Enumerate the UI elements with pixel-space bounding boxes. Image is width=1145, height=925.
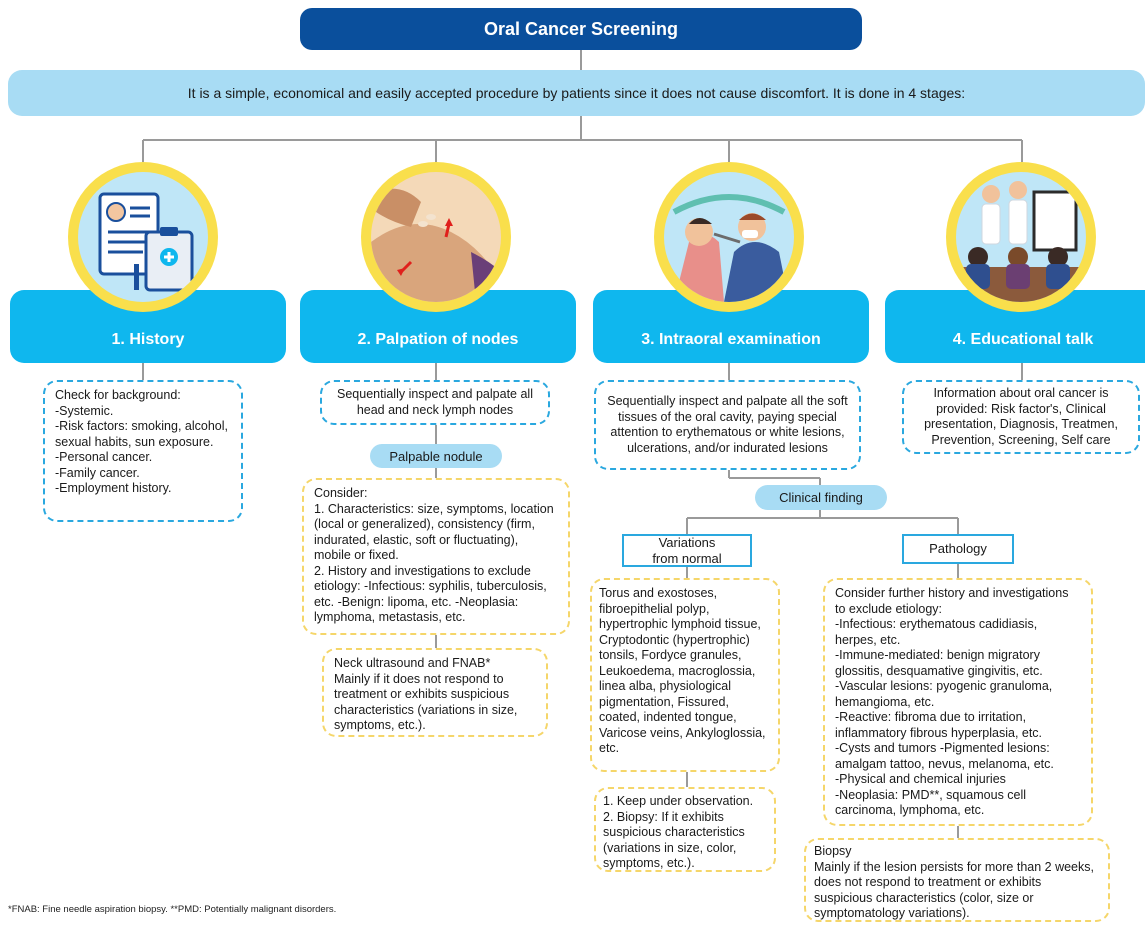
pathology-label: Pathology — [902, 534, 1014, 564]
variations-box: Torus and exostoses, fibroepithelial pol… — [590, 578, 780, 772]
palpation-consider-box: Consider: 1. Characteristics: size, symp… — [302, 478, 570, 635]
observation-box: 1. Keep under observation. 2. Biopsy: If… — [594, 787, 776, 872]
classroom-icon — [946, 162, 1096, 312]
documents-icon — [68, 162, 218, 312]
pathology-box: Consider further history and investigati… — [823, 578, 1093, 826]
intraoral-intro-box: Sequentially inspect and palpate all the… — [594, 380, 861, 470]
education-box: Information about oral cancer is provide… — [902, 380, 1140, 454]
neck-palpation-icon — [361, 162, 511, 312]
page-title: Oral Cancer Screening — [300, 8, 862, 50]
palpable-nodule-pill: Palpable nodule — [370, 444, 502, 468]
clinical-finding-pill: Clinical finding — [755, 485, 887, 510]
biopsy-box: Biopsy Mainly if the lesion persists for… — [804, 838, 1110, 922]
intro-banner: It is a simple, economical and easily ac… — [8, 70, 1145, 116]
dentist-exam-icon — [654, 162, 804, 312]
history-box: Check for background: -Systemic. -Risk f… — [43, 380, 243, 522]
ultrasound-box: Neck ultrasound and FNAB* Mainly if it d… — [322, 648, 548, 737]
footnote: *FNAB: Fine needle aspiration biopsy. **… — [8, 904, 337, 915]
palpation-intro-box: Sequentially inspect and palpate all hea… — [320, 380, 550, 425]
variations-label: Variations from normal — [622, 534, 752, 567]
